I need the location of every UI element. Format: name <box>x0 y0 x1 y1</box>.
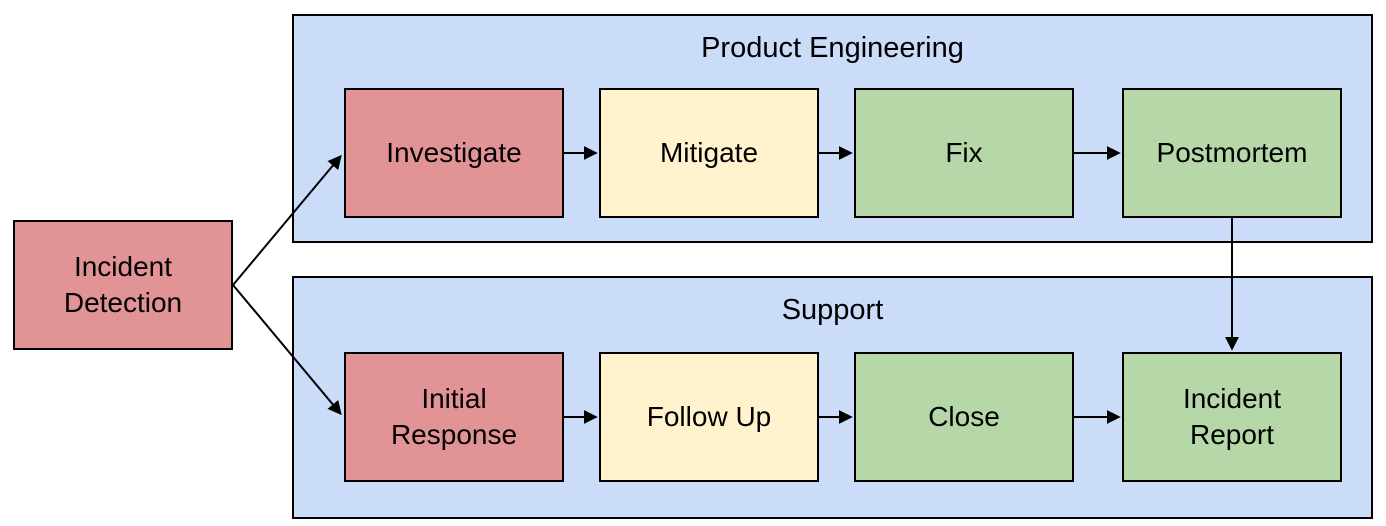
node-mitigate: Mitigate <box>599 88 819 218</box>
node-incident-report: Incident Report <box>1122 352 1342 482</box>
group-title-support: Support <box>781 294 884 326</box>
node-incident-detection: Incident Detection <box>13 220 233 350</box>
node-follow-up: Follow Up <box>599 352 819 482</box>
node-close: Close <box>854 352 1074 482</box>
group-title-product-engineering: Product Engineering <box>701 32 964 64</box>
node-fix: Fix <box>854 88 1074 218</box>
node-initial-response: Initial Response <box>344 352 564 482</box>
node-investigate: Investigate <box>344 88 564 218</box>
node-postmortem: Postmortem <box>1122 88 1342 218</box>
